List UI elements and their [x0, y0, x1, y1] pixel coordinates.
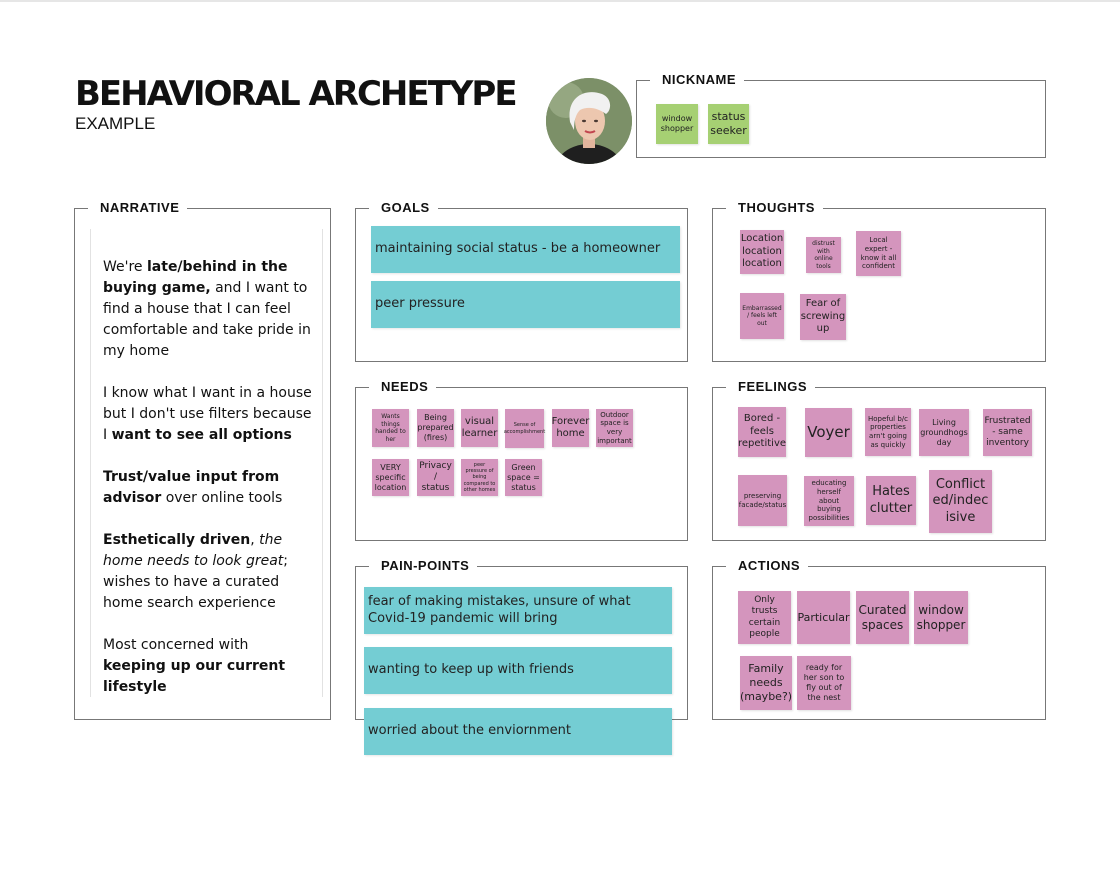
nickname-panel: NICKNAME window shopper status seeker — [636, 72, 1046, 158]
action-note[interactable]: Curated spaces — [856, 591, 909, 644]
thought-note[interactable]: Local expert - know it all confident — [856, 231, 901, 276]
narrative-text-span: We're — [103, 259, 147, 275]
narrative-emphasis: keeping up our current lifestyle — [103, 658, 286, 695]
narrative-text-span: I know what I want in a house but I don'… — [103, 385, 312, 443]
feeling-note[interactable]: Hates clutter — [866, 476, 916, 525]
need-note[interactable]: Being prepared (fires) — [417, 409, 454, 447]
goals-label: GOALS — [369, 200, 438, 216]
needs-label: NEEDS — [369, 379, 437, 395]
nickname-label: NICKNAME — [650, 72, 745, 88]
narrative-paragraph: I know what I want in a house but I don'… — [103, 383, 313, 446]
thoughts-label: THOUGHTS — [726, 200, 823, 216]
narrative-text-span: , — [250, 532, 260, 548]
need-note[interactable]: VERY specific location — [372, 459, 409, 496]
pain-point-card[interactable]: wanting to keep up with friends — [364, 647, 672, 694]
nickname-note[interactable]: window shopper — [656, 104, 698, 144]
narrative-emphasis: Trust/value input from advisor — [103, 469, 280, 506]
narrative-emphasis: Esthetically driven — [103, 532, 251, 548]
thoughts-panel: THOUGHTS Location location location dist… — [712, 200, 1046, 362]
need-note[interactable]: Forever home — [552, 409, 589, 447]
top-divider — [0, 0, 1120, 2]
narrative-paragraph: Trust/value input from advisor over onli… — [103, 467, 313, 509]
narrative-text-span: ; wishes to have a curated home search e… — [103, 553, 288, 611]
pain-points-label: PAIN-POINTS — [369, 558, 478, 574]
need-note[interactable]: Green space = status — [505, 459, 542, 496]
feeling-note[interactable]: Voyer — [805, 408, 852, 457]
actions-label: ACTIONS — [726, 558, 808, 574]
feelings-label: FEELINGS — [726, 379, 816, 395]
pain-point-card[interactable]: fear of making mistakes, unsure of what … — [364, 587, 672, 634]
narrative-panel: NARRATIVE We're late/behind in the buyin… — [74, 200, 331, 720]
need-note[interactable]: Wants things handed to her — [372, 409, 409, 447]
page-subtitle: EXAMPLE — [75, 114, 156, 133]
need-note[interactable]: Sense of accomplishment — [504, 409, 545, 448]
feeling-note[interactable]: educating herself about buying possibili… — [804, 476, 854, 526]
feeling-note[interactable]: Living groundhogs day — [919, 409, 969, 456]
need-note[interactable]: Privacy / status — [417, 459, 454, 496]
pain-points-panel: PAIN-POINTS fear of making mistakes, uns… — [355, 558, 688, 755]
nickname-note[interactable]: status seeker — [708, 104, 749, 144]
thought-note[interactable]: Location location location — [740, 230, 784, 274]
narrative-paragraph: Most concerned with keeping up our curre… — [103, 635, 313, 698]
narrative-text: We're late/behind in the buying game, an… — [103, 257, 313, 719]
feeling-note[interactable]: Bored - feels repetitive — [738, 407, 786, 457]
action-note[interactable]: ready for her son to fly out of the nest — [797, 656, 851, 710]
action-note[interactable]: Family needs (maybe?) — [740, 656, 792, 710]
narrative-text-span: over online tools — [161, 490, 283, 506]
narrative-emphasis: want to see all options — [111, 427, 292, 443]
action-note[interactable]: window shopper — [914, 591, 968, 644]
feeling-note[interactable]: Conflict ed/indec isive — [929, 470, 992, 533]
need-note[interactable]: peer pressure of being compared to other… — [461, 459, 498, 496]
narrative-text-span: Most concerned with — [103, 637, 249, 653]
avatar — [546, 78, 632, 164]
avatar-portrait — [546, 78, 632, 164]
needs-panel: NEEDS Wants things handed to her Being p… — [355, 379, 688, 541]
thought-note[interactable]: distrust with online tools — [806, 237, 841, 273]
page-title: BEHAVIORAL ARCHETYPE — [75, 74, 518, 114]
action-note[interactable]: Only trusts certain people — [738, 591, 791, 644]
narrative-inner-frame — [90, 229, 323, 697]
actions-panel: ACTIONS Only trusts certain people Parti… — [712, 558, 1046, 720]
need-note[interactable]: visual learner — [461, 409, 498, 447]
thought-note[interactable]: Fear of screwing up — [800, 294, 846, 340]
feeling-note[interactable]: Frustrated - same inventory — [983, 409, 1032, 456]
narrative-label: NARRATIVE — [88, 200, 188, 216]
goal-card[interactable]: maintaining social status - be a homeown… — [371, 226, 680, 273]
need-note[interactable]: Outdoor space is very important — [596, 409, 633, 447]
narrative-paragraph: Esthetically driven, the home needs to l… — [103, 530, 313, 614]
goal-card[interactable]: peer pressure — [371, 281, 680, 328]
action-note[interactable]: Particular — [797, 591, 850, 644]
feeling-note[interactable]: Hopeful b/c properties arn't going as qu… — [865, 408, 911, 456]
pain-point-card[interactable]: worried about the enviornment — [364, 708, 672, 755]
feeling-note[interactable]: preserving facade/status — [738, 475, 787, 526]
narrative-emphasis: late/behind in the buying game, — [103, 259, 288, 296]
goals-panel: GOALS maintaining social status - be a h… — [355, 200, 688, 362]
narrative-italic: the home needs to look great — [103, 532, 284, 569]
thought-note[interactable]: Embarrassed / feels left out — [740, 293, 784, 339]
feelings-panel: FEELINGS Bored - feels repetitive Voyer … — [712, 379, 1046, 541]
narrative-paragraph: We're late/behind in the buying game, an… — [103, 257, 313, 362]
narrative-text-span: and I want to find a house that I can fe… — [103, 280, 311, 359]
